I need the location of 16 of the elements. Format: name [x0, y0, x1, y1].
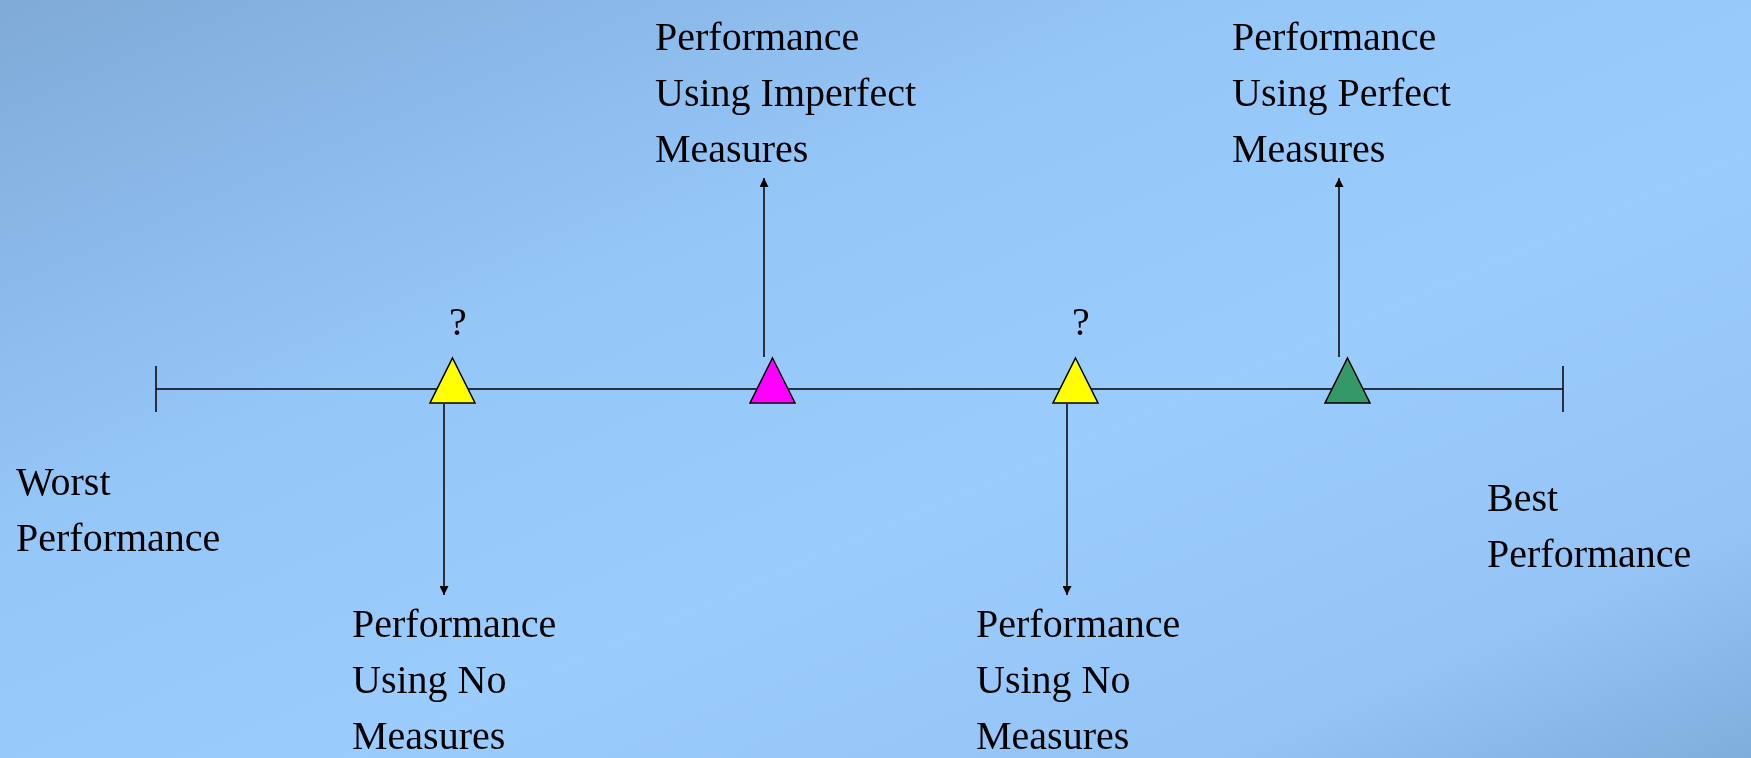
callout-text: Performance Using Imperfect Measures [655, 9, 955, 177]
question-mark: ? [448, 302, 468, 342]
triangle-marker [1051, 357, 1099, 404]
scale-end-label: Best Performance [1487, 474, 1693, 578]
callout-text: Performance Using No Measures [352, 596, 612, 758]
arrow [1334, 177, 1344, 358]
scale-end-label: Worst Performance [16, 458, 222, 562]
arrow [1062, 403, 1072, 596]
callout-text: Performance Using No Measures [976, 596, 1236, 758]
arrow [759, 177, 769, 358]
callout-text: Performance Using Perfect Measures [1232, 9, 1522, 177]
question-mark: ? [1071, 302, 1091, 342]
triangle-marker [1323, 357, 1371, 404]
triangle-marker [748, 357, 796, 404]
triangle-marker [428, 357, 476, 404]
arrow [439, 403, 449, 596]
